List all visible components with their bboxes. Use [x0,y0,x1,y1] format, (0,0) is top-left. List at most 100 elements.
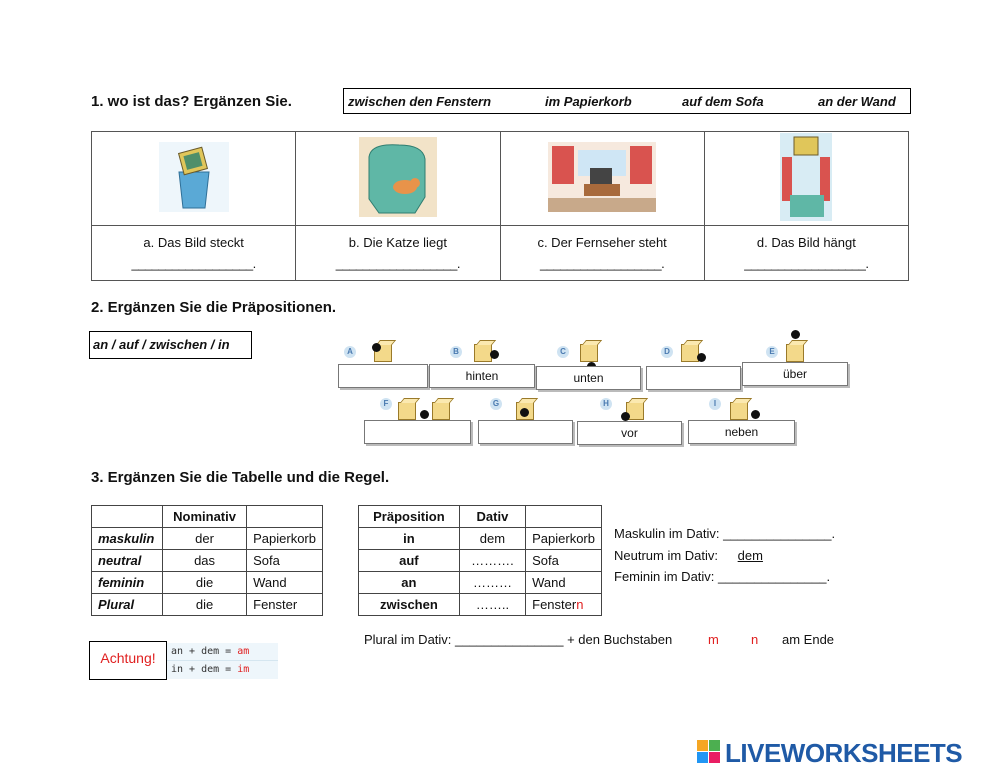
contraction-note: an + dem = am in + dem = im [167,643,278,679]
label-d: D [661,346,673,358]
exercise-2-title: 2. Ergänzen Sie die Präpositionen. [91,299,337,316]
answer-blank[interactable]: __________________. [335,256,461,271]
ball-icon [372,343,381,352]
table-row: in dem Papierkorb [358,527,602,550]
nominative-table: Nominativ maskulin der Papierkorb neutra… [91,505,323,616]
noun-cell: Sofa [525,549,602,572]
rule-masculine[interactable]: Maskulin im Dativ: _______________. [614,526,836,541]
answer-box-a[interactable] [338,364,428,388]
noun-cell: Wand [525,571,602,594]
word-bank-item: an der Wand [818,94,896,109]
preposition-cell: in [358,527,460,550]
exercise-3-title: 3. Ergänzen Sie die Tabelle und die Rege… [91,469,390,486]
word-bank-item: zwischen den Fenstern [348,94,492,109]
ball-icon [490,350,499,359]
rule-feminine[interactable]: Feminin im Dativ: _______________. [614,569,831,584]
noun-cell: Papierkorb [525,527,602,550]
letter-m: m [708,632,719,647]
contraction-row: in + dem = im [167,661,278,678]
gender-cell: maskulin [91,527,163,550]
noun-cell: Fenster [246,593,323,616]
picture-cell [90,131,297,226]
table-row: auf ………. Sofa [358,549,602,572]
sentence-cell: d. Das Bild hängt__________________. [703,225,910,281]
dative-table: Präposition Dativ in dem Papierkorb auf … [358,505,602,616]
answer-blank[interactable]: __________________. [539,256,665,271]
answer-box-h[interactable]: vor [577,421,682,445]
contraction-row: an + dem = am [167,643,278,661]
wall-picture [780,133,833,221]
achtung-box: Achtung! [89,641,167,680]
sentence-cell: a. Das Bild steckt __________________. [90,225,297,281]
sentence-text: a. Das Bild steckt [143,235,244,250]
table-header [91,505,163,528]
cube-icon [432,402,450,420]
table-header [525,505,602,528]
noun-cell: Fenstern [525,593,602,616]
sentence-cell: c. Der Fernseher steht__________________… [499,225,705,281]
table-header: Präposition [358,505,460,528]
answer-blank[interactable]: __________________. [131,256,256,271]
sofa-cat-picture [358,137,437,217]
article-cell: der [161,527,248,550]
wastebasket-picture [158,142,229,212]
picture-cell [499,131,705,226]
answer-box-f[interactable] [364,420,471,444]
label-f: F [380,398,392,410]
label-a: A [344,346,356,358]
brand-name: LIVEWORKSHEETS [725,738,963,768]
rule-label: Neutrum im Dativ: [614,548,719,563]
answer-box-d[interactable] [646,366,741,390]
picture-cell [295,131,501,226]
picture-table: a. Das Bild steckt __________________. b.… [90,131,910,281]
noun-cell: Wand [246,571,323,594]
answer-box-c[interactable]: unten [536,366,641,390]
sentence-text: b. Die Katze liegt [348,235,448,250]
dative-blank[interactable]: ……… [458,571,527,594]
table-header: Dativ [458,505,527,528]
label-h: H [600,398,612,410]
word-bank: zwischen den Fenstern im Papierkorb auf … [343,88,911,114]
answer-box-b[interactable]: hinten [429,364,535,388]
label-i: I [709,398,721,410]
contraction-result: im [237,664,250,675]
cube-icon [398,402,416,420]
rule-plural[interactable]: Plural im Dativ: _______________ + den B… [364,632,673,647]
answer-box-e[interactable]: über [742,362,848,386]
gender-cell: feminin [91,571,163,594]
article-cell: das [161,549,248,572]
cube-icon [681,344,699,362]
preposition-cell: auf [358,549,460,572]
table-row: maskulin der Papierkorb [91,527,323,550]
ball-icon [420,410,429,419]
picture-cell [703,131,910,226]
ball-icon [520,408,529,417]
exercise-1-title: 1. wo ist das? Ergänzen Sie. [91,93,292,110]
noun-text: Fenster [532,597,577,612]
answer-box-g[interactable] [478,420,573,444]
sentence-cell: b. Die Katze liegt __________________. [295,225,501,281]
table-row: Plural die Fenster [91,593,323,616]
rule-neuter: Neutrum im Dativ: dem [614,548,767,563]
contraction-base: in + dem = [171,664,238,675]
label-g: G [490,398,502,410]
liveworksheets-logo-icon [697,740,721,764]
cube-icon [580,344,598,362]
contraction-base: an + dem = [171,646,238,657]
preposition-cell: zwischen [358,593,460,616]
preposition-options: an / auf / zwischen / in [89,331,252,359]
gender-cell: Plural [91,593,163,616]
preposition-cell: an [358,571,460,594]
article-cell: die [161,593,248,616]
dative-blank[interactable]: …….. [458,593,527,616]
cube-icon [730,402,748,420]
table-header [246,505,323,528]
table-row: feminin die Wand [91,571,323,594]
answer-blank[interactable]: __________________. [744,256,869,271]
dative-blank[interactable]: ………. [458,549,527,572]
word-bank-item: auf dem Sofa [682,94,764,109]
table-row: an ……… Wand [358,571,602,594]
ball-icon [621,412,630,421]
answer-box-i[interactable]: neben [688,420,795,444]
rule-plural-end: am Ende [782,632,835,647]
